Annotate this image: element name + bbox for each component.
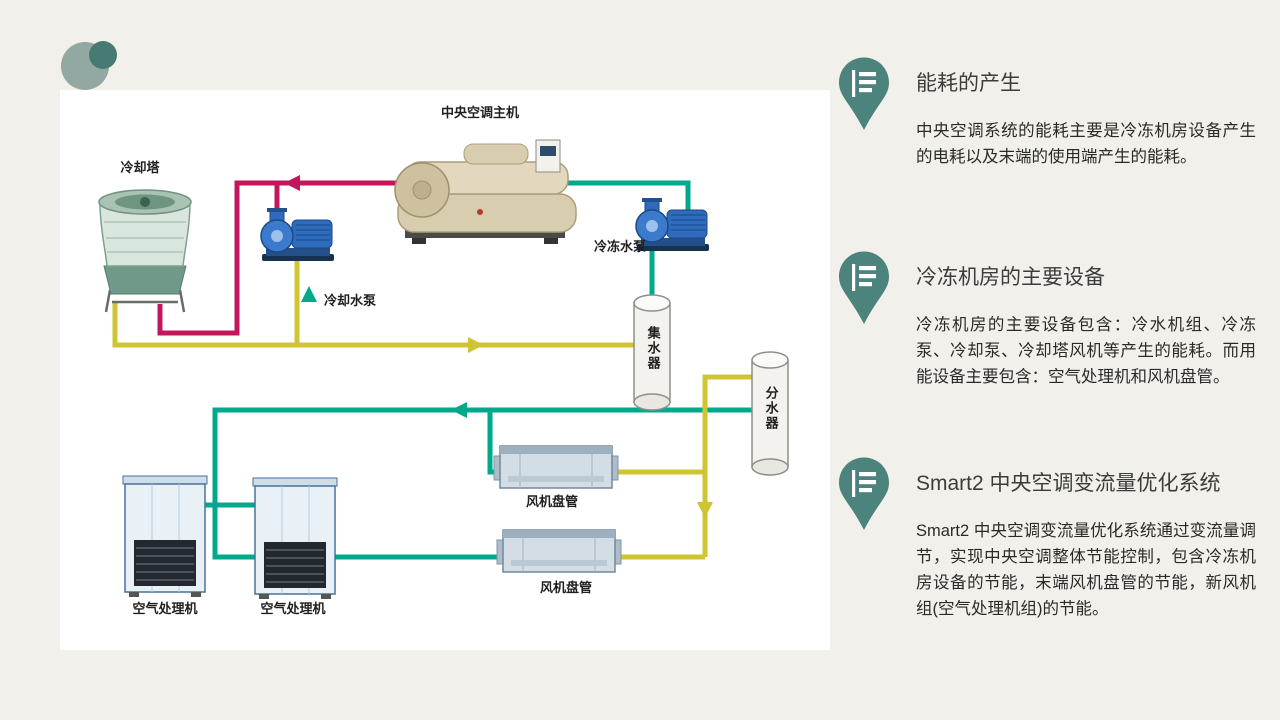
pipes-return-loop xyxy=(112,255,752,560)
hvac-system-diagram xyxy=(98,139,789,600)
label-ahu-right: 空气处理机 xyxy=(260,601,326,616)
section-body: 冷冻机房的主要设备包含：冷水机组、冷冻泵、冷却泵、冷却塔风机等产生的能耗。而用能… xyxy=(916,316,1256,386)
label-distributor: 分水器 xyxy=(763,386,779,431)
fan-coil-bottom-graphic xyxy=(496,529,622,573)
collector-graphic xyxy=(633,294,671,411)
cooling-tower-graphic xyxy=(98,189,192,313)
section-title: Smart2 中央空调变流量优化系统 xyxy=(916,472,1221,495)
diagram-panel: 中央空调主机 冷却塔 冷却水泵 冷冻水泵 集水器 分水器 风机盘管 风机盘管 空… xyxy=(60,90,830,650)
deco-circle-dark xyxy=(89,41,117,69)
distributor-graphic xyxy=(751,351,789,476)
label-ahu-left: 空气处理机 xyxy=(132,601,198,616)
decorative-circles xyxy=(61,41,117,90)
list-pin-icon xyxy=(839,251,889,324)
section-content: Smart2 中央空调变流量优化系统 Smart2 中央空调变流量优化系统通过变… xyxy=(916,456,1256,622)
ahu-right-graphic xyxy=(252,477,338,600)
chilled-water-pump-graphic xyxy=(635,197,710,252)
label-chilled-pump: 冷冻水泵 xyxy=(593,239,647,254)
section-body: Smart2 中央空调变流量优化系统通过变流量调节，实现中央空调整体节能控制，包… xyxy=(916,522,1256,618)
chiller-graphic xyxy=(394,139,577,244)
section-energy-consumption: 能耗的产生 中央空调系统的能耗主要是冷冻机房设备产生的电耗以及末端的使用端产生的… xyxy=(836,56,1256,171)
fan-coil-top-graphic xyxy=(493,445,619,489)
flow-arrows-return xyxy=(468,337,713,518)
flow-arrows-condenser xyxy=(284,175,300,191)
section-smart2-system: Smart2 中央空调变流量优化系统 Smart2 中央空调变流量优化系统通过变… xyxy=(836,456,1256,622)
list-pin-icon xyxy=(839,457,889,530)
list-pin-icon xyxy=(839,57,889,130)
section-plant-room-equipment: 冷冻机房的主要设备 冷冻机房的主要设备包含：冷水机组、冷冻泵、冷却泵、冷却塔风机… xyxy=(836,250,1256,391)
section-body: 中央空调系统的能耗主要是冷冻机房设备产生的电耗以及末端的使用端产生的能耗。 xyxy=(916,122,1256,167)
ahu-left-graphic xyxy=(122,475,208,598)
label-main-unit: 中央空调主机 xyxy=(440,105,520,120)
section-title: 冷冻机房的主要设备 xyxy=(916,266,1105,289)
label-cooling-pump: 冷却水泵 xyxy=(324,293,377,308)
text-column: 能耗的产生 中央空调系统的能耗主要是冷冻机房设备产生的电耗以及末端的使用端产生的… xyxy=(836,0,1276,720)
label-fan-coil-top: 风机盘管 xyxy=(525,494,579,509)
cooling-water-pump-graphic xyxy=(260,207,335,262)
label-cooling-tower: 冷却塔 xyxy=(120,160,160,175)
pipes-chilled-water xyxy=(200,180,752,560)
section-content: 冷冻机房的主要设备 冷冻机房的主要设备包含：冷水机组、冷冻泵、冷却泵、冷却塔风机… xyxy=(916,250,1256,391)
section-title: 能耗的产生 xyxy=(916,72,1021,95)
label-collector: 集水器 xyxy=(645,326,661,371)
flow-arrows-chilled xyxy=(301,286,467,418)
label-fan-coil-bottom: 风机盘管 xyxy=(539,580,593,595)
section-content: 能耗的产生 中央空调系统的能耗主要是冷冻机房设备产生的电耗以及末端的使用端产生的… xyxy=(916,56,1256,171)
